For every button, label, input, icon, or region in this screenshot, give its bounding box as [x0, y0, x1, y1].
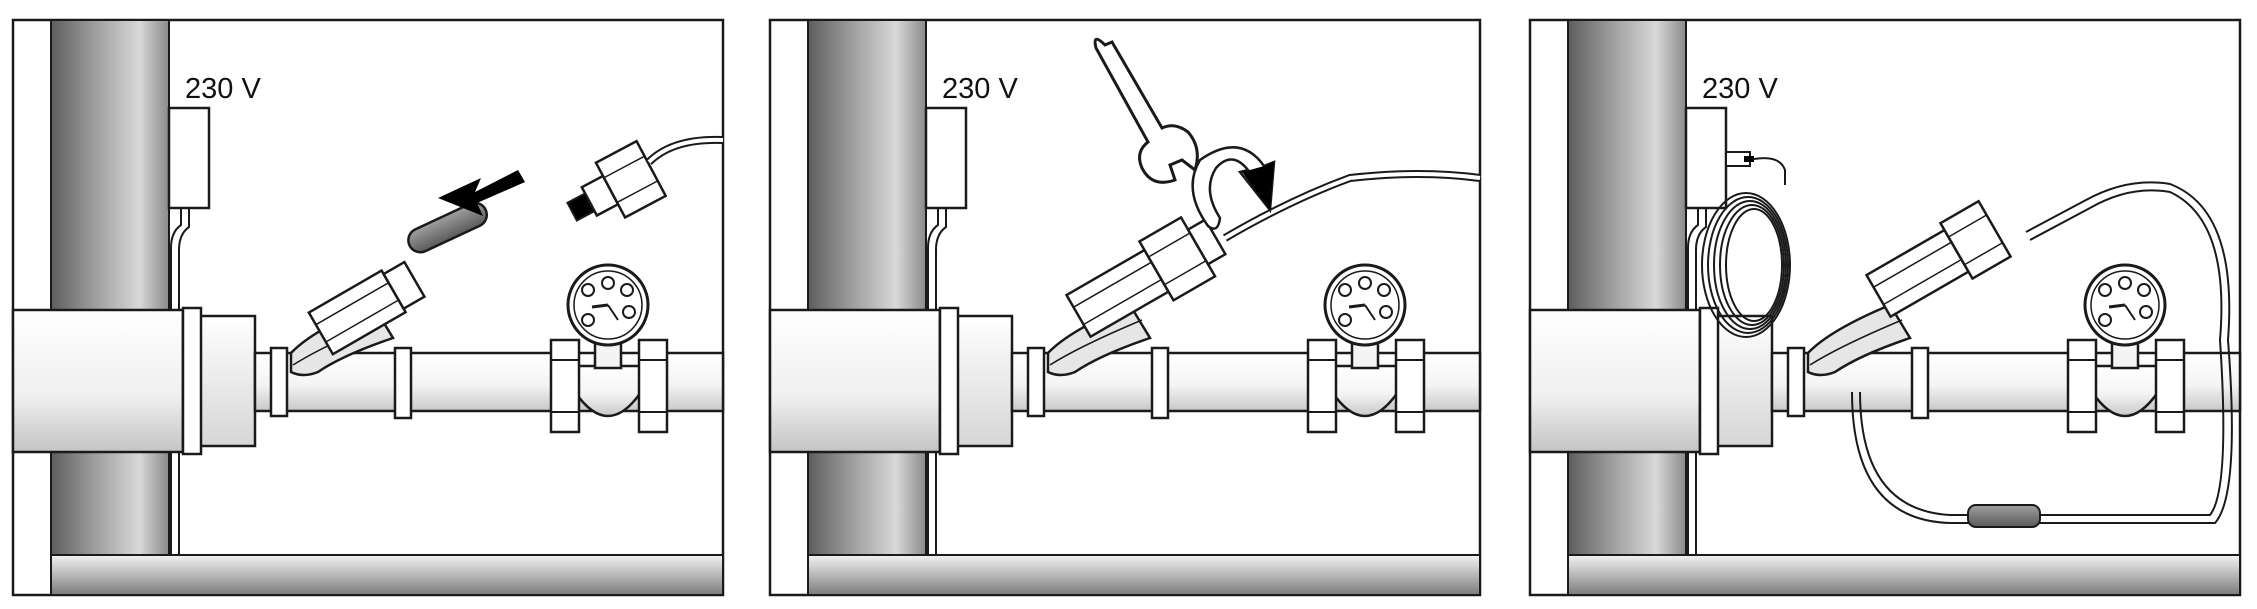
sensor-probe	[407, 201, 489, 254]
wrench	[1093, 37, 1199, 184]
voltage-label: 230 V	[1702, 73, 1778, 105]
cable-coil	[1701, 157, 1791, 338]
sensor-sleeve	[1064, 215, 1228, 339]
sensor-cable	[1851, 181, 2233, 524]
sensor-sleeve	[1864, 199, 2013, 319]
voltage-label: 230 V	[185, 73, 261, 105]
panel-1: 230 V	[11, 18, 725, 597]
rotation-arrow	[1191, 146, 1276, 230]
voltage-label: 230 V	[942, 73, 1018, 105]
union-nut	[566, 139, 668, 222]
cable-splice	[1967, 504, 2041, 528]
panel-2: 230 V	[768, 18, 1482, 597]
sensor-sleeve	[307, 260, 427, 356]
panel-3: 230 V	[1528, 18, 2242, 597]
pull-out-arrow	[438, 170, 525, 216]
